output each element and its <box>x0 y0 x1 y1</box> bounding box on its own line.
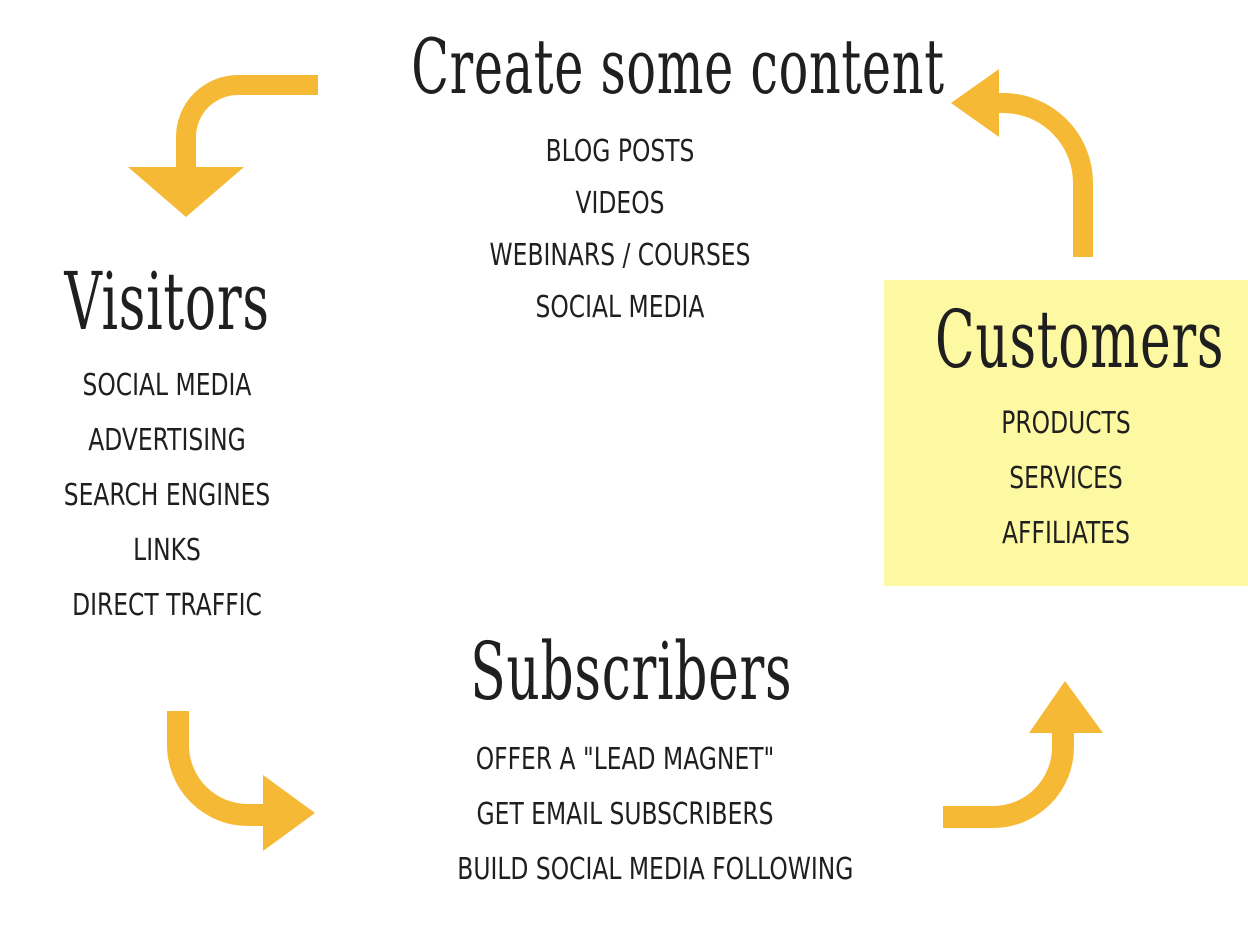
customers-stage-list: PRODUCTS SERVICES AFFILIATES <box>884 396 1248 561</box>
customers-stage-title: Customers <box>934 293 1225 386</box>
customers-stage-item: PRODUCTS <box>1001 406 1131 441</box>
visitors-stage-title: Visitors <box>64 255 270 348</box>
subscribers-stage-item: OFFER A "LEAD MAGNET" <box>475 742 775 777</box>
curved-arrow-up-left-icon <box>951 69 1093 257</box>
visitors-stage-list: SOCIAL MEDIA ADVERTISING SEARCH ENGINES … <box>10 358 324 633</box>
subscribers-stage-item: GET EMAIL SUBSCRIBERS <box>476 797 774 832</box>
visitors-stage-item: SOCIAL MEDIA <box>82 368 252 403</box>
visitors-stage-item: SEARCH ENGINES <box>63 478 271 513</box>
content-stage: Create some content BLOG POSTS VIDEOS WE… <box>330 22 945 334</box>
subscribers-stage-title: Subscribers <box>470 625 793 718</box>
content-stage-item: BLOG POSTS <box>545 134 695 169</box>
curved-arrow-down-right-icon <box>167 711 315 851</box>
content-stage-title: Create some content <box>411 22 945 111</box>
content-stage-item: WEBINARS / COURSES <box>489 238 751 273</box>
subscribers-stage-list: OFFER A "LEAD MAGNET" GET EMAIL SUBSCRIB… <box>410 732 854 897</box>
content-stage-item: VIDEOS <box>575 186 665 221</box>
subscribers-stage-item: BUILD SOCIAL MEDIA FOLLOWING <box>457 852 854 887</box>
visitors-stage-item: ADVERTISING <box>88 423 246 458</box>
curved-arrow-up-right-icon <box>943 681 1103 828</box>
customers-stage-item: SERVICES <box>1009 461 1123 496</box>
visitors-stage: Visitors SOCIAL MEDIA ADVERTISING SEARCH… <box>10 256 324 633</box>
customers-stage: Customers PRODUCTS SERVICES AFFILIATES <box>884 280 1248 586</box>
visitors-stage-item: LINKS <box>133 533 201 568</box>
visitors-stage-item: DIRECT TRAFFIC <box>72 588 262 623</box>
content-stage-list: BLOG POSTS VIDEOS WEBINARS / COURSES SOC… <box>330 126 910 334</box>
content-stage-item: SOCIAL MEDIA <box>535 290 705 325</box>
customers-stage-item: AFFILIATES <box>1002 516 1130 551</box>
subscribers-stage: Subscribers OFFER A "LEAD MAGNET" GET EM… <box>410 625 854 897</box>
curved-arrow-down-left-icon <box>128 75 318 217</box>
